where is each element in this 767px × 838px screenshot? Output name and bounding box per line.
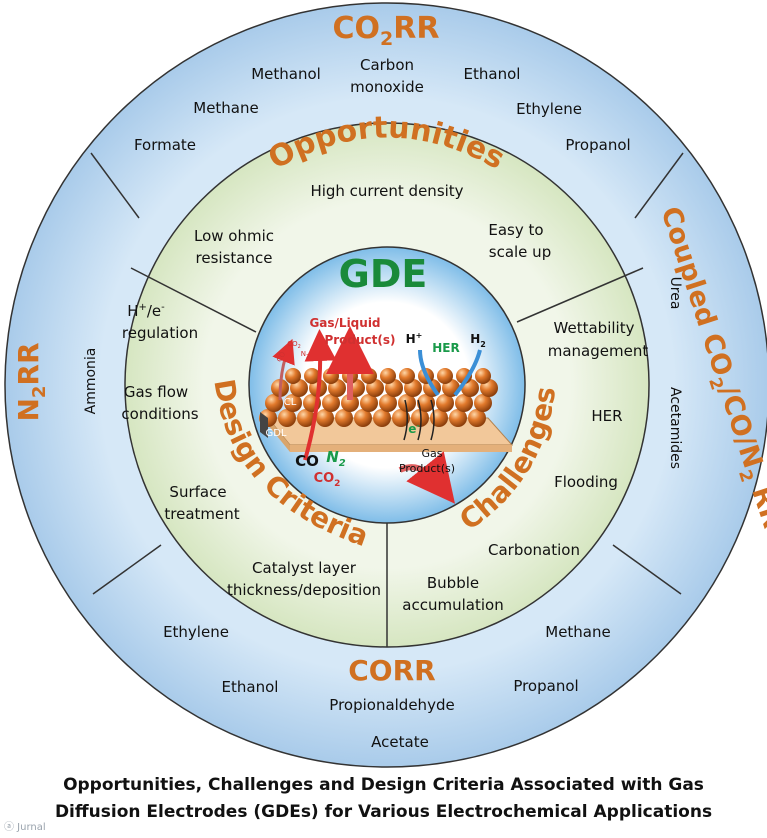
- svg-text:N2RR: N2RR: [12, 342, 50, 421]
- chal-bubble-2: accumulation: [402, 596, 503, 614]
- gde-gas-product-1: Gas: [422, 447, 443, 460]
- catalyst-sphere: [304, 368, 320, 384]
- svg-text:Acetamides: Acetamides: [667, 387, 683, 469]
- catalyst-sphere: [297, 409, 315, 427]
- des-catalyst-2: thickness/deposition: [227, 581, 381, 599]
- catalyst-sphere: [354, 409, 372, 427]
- product-corr-ethylene: Ethylene: [163, 623, 229, 641]
- des-surface-1: Surface: [169, 483, 226, 501]
- co2rr-title: CO2RR: [333, 11, 440, 50]
- product-propionaldehyde: Propionaldehyde: [329, 696, 454, 714]
- gde-electron: e-: [408, 421, 419, 436]
- svg-text:Ammonia: Ammonia: [83, 348, 99, 415]
- catalyst-sphere: [323, 368, 339, 384]
- caption-line-1: Opportunities, Challenges and Design Cri…: [63, 775, 704, 795]
- catalyst-sphere: [285, 368, 301, 384]
- catalyst-sphere: [341, 394, 359, 412]
- product-corr-propanol: Propanol: [513, 677, 578, 695]
- gde-small-co2: CO2: [287, 340, 301, 350]
- product-acetate: Acetate: [371, 733, 429, 751]
- middle-dividers: [130, 267, 644, 647]
- product-methanol: Methanol: [251, 65, 321, 83]
- gde-n2: N2: [326, 448, 346, 469]
- catalyst-sphere: [468, 409, 486, 427]
- product-corr-ethanol: Ethanol: [222, 678, 279, 696]
- catalyst-sphere: [455, 394, 473, 412]
- des-h-e: H+/e-: [127, 302, 165, 320]
- catalyst-sphere: [411, 409, 429, 427]
- catalyst-sphere: [284, 394, 302, 412]
- catalyst-sphere: [475, 368, 491, 384]
- gde-arrows: [272, 326, 482, 504]
- product-ethylene: Ethylene: [516, 100, 582, 118]
- des-catalyst-1: Catalyst layer: [252, 559, 357, 577]
- catalyst-sphere: [265, 394, 283, 412]
- svg-text:Urea: Urea: [667, 277, 683, 310]
- catalyst-sphere: [392, 409, 410, 427]
- gde-gdl: GDL: [265, 428, 286, 439]
- catalyst-sphere: [380, 368, 396, 384]
- opp-low-ohmic-2: resistance: [196, 249, 273, 267]
- chal-bubble-1: Bubble: [427, 574, 479, 592]
- gde-small-n2: N2: [301, 350, 309, 360]
- gde-title: GDE: [339, 252, 428, 296]
- product-ammonia: Ammonia: [83, 348, 99, 415]
- chal-wettability-1: Wettability: [554, 319, 635, 337]
- gde-gas-product-2: Product(s): [399, 462, 455, 475]
- product-methane: Methane: [193, 99, 259, 117]
- catalyst-sphere: [379, 394, 397, 412]
- outer-dividers: [90, 152, 684, 595]
- catalyst-sphere: [436, 394, 454, 412]
- product-urea: Urea: [667, 277, 683, 310]
- product-carbon-monoxide-1: Carbon: [360, 56, 414, 74]
- gde-gas-liquid-2: Product(s): [324, 333, 395, 347]
- gde-co: CO: [295, 452, 319, 470]
- des-regulation: regulation: [122, 324, 198, 342]
- product-acetamides: Acetamides: [667, 387, 683, 469]
- gde-her: HER: [432, 341, 459, 355]
- des-surface-2: treatment: [164, 505, 239, 523]
- gde-diagram: CO2RR N2RR CORR Coupled CO2/CO/N2 RR For…: [4, 2, 767, 768]
- catalyst-sphere: [322, 394, 340, 412]
- opp-low-ohmic-1: Low ohmic: [194, 227, 274, 245]
- catalyst-sphere: [417, 394, 435, 412]
- product-formate: Formate: [134, 136, 196, 154]
- catalyst-sphere: [335, 409, 353, 427]
- gde-co2: CO2: [314, 471, 341, 489]
- opp-easy-scale-1: Easy to: [488, 221, 543, 239]
- corr-title: CORR: [348, 654, 435, 687]
- electrode-illustration: [259, 368, 514, 452]
- catalyst-sphere: [278, 409, 296, 427]
- catalyst-sphere: [449, 409, 467, 427]
- catalyst-sphere: [399, 368, 415, 384]
- catalyst-sphere: [316, 409, 334, 427]
- n2rr-title: N2RR: [12, 342, 50, 421]
- chal-flooding: Flooding: [554, 473, 618, 491]
- chal-her: HER: [591, 407, 622, 425]
- product-propanol: Propanol: [565, 136, 630, 154]
- catalyst-sphere: [361, 368, 377, 384]
- catalyst-sphere: [398, 394, 416, 412]
- product-corr-methane: Methane: [545, 623, 611, 641]
- catalyst-sphere: [360, 394, 378, 412]
- product-carbon-monoxide-2: monoxide: [350, 78, 424, 96]
- opp-easy-scale-2: scale up: [489, 243, 551, 261]
- chal-carbonation: Carbonation: [488, 541, 580, 559]
- des-gas-flow-1: Gas flow: [124, 383, 188, 401]
- catalyst-sphere: [474, 394, 492, 412]
- product-ethanol: Ethanol: [464, 65, 521, 83]
- gde-cl: CL: [284, 397, 297, 408]
- gde-gas-liquid-1: Gas/Liquid: [309, 316, 380, 330]
- caption-line-2: Diffusion Electrodes (GDEs) for Various …: [54, 802, 713, 822]
- opp-high-current: High current density: [310, 182, 463, 200]
- catalyst-sphere: [437, 368, 453, 384]
- watermark: ⓐ Jurnal: [4, 822, 46, 833]
- des-gas-flow-2: conditions: [121, 405, 198, 423]
- catalyst-sphere: [373, 409, 391, 427]
- chal-wettability-2: management: [548, 342, 649, 360]
